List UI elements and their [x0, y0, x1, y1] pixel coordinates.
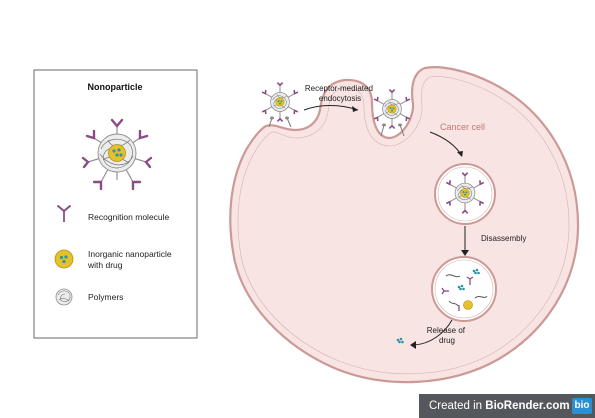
inorganic-label-line-1: Inorganic nanoparticle — [88, 249, 172, 259]
recognition-label-line: Recognition molecule — [88, 212, 170, 222]
legend-item-inorganic-label: Inorganic nanoparticle with drug — [87, 249, 174, 270]
inorganic-nanoparticle-icon — [54, 249, 74, 269]
endocytosis-label: Receptor-mediated endocytosis — [305, 84, 375, 103]
release-label-line-1: Release of — [427, 326, 466, 335]
disassembly-arrow — [461, 226, 469, 256]
legend-title: Nonoparticle — [87, 82, 142, 92]
recognition-molecule-icon — [57, 205, 71, 222]
arrow-to-endosome — [429, 131, 463, 157]
legend-item-recognition-label: Recognition molecule — [88, 212, 170, 222]
lysosome-vesicle — [431, 256, 497, 322]
polymers-icon — [55, 288, 73, 306]
binding-nanoparticle-icon — [261, 81, 299, 128]
footer-brand: BioRender.com — [485, 400, 570, 412]
endocytosis-arrow — [303, 105, 359, 112]
release-label: Release of drug — [427, 326, 467, 345]
release-arrow — [410, 319, 453, 349]
footer-prefix: Created in — [429, 400, 486, 412]
footer-text: Created in BioRender.com — [429, 400, 570, 412]
biorender-logo: bio — [572, 398, 592, 414]
endocytosis-label-line-2: endocytosis — [319, 94, 361, 103]
release-label-line-2: drug — [439, 336, 455, 345]
legend-nanoparticle-icon — [81, 118, 153, 191]
biorender-footer[interactable]: Created in BioRender.com bio — [419, 394, 595, 418]
endocytosed-nanoparticle-icon — [373, 88, 411, 137]
legend-item-polymers-label: Polymers — [88, 292, 123, 302]
polymers-label-line: Polymers — [88, 292, 123, 302]
cancer-cell-inner-membrane — [237, 76, 570, 375]
disassembly-label: Disassembly — [481, 234, 526, 243]
inorganic-label-line-2: with drug — [87, 260, 123, 270]
cancer-cell-label: Cancer cell — [440, 122, 485, 132]
cancer-cell-membrane — [229, 66, 580, 384]
endosome-vesicle — [434, 163, 496, 225]
endocytosis-label-line-1: Receptor-mediated — [305, 84, 373, 93]
